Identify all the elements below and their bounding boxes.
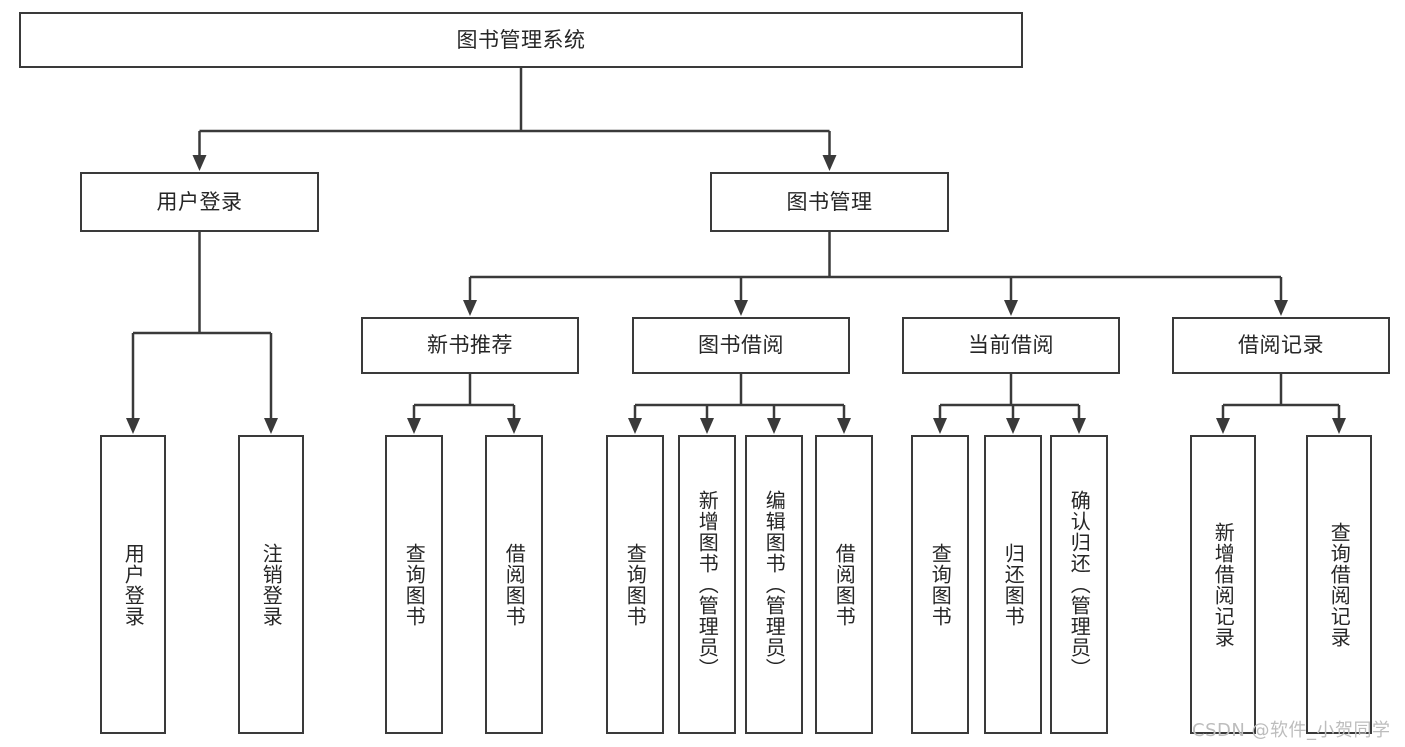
node-level3-2[interactable]: 当前借阅 (902, 317, 1120, 374)
node-label: 注销登录 (259, 542, 284, 627)
node-level2-1[interactable]: 图书管理 (710, 172, 949, 232)
arrow-head-icon (126, 418, 140, 434)
arrow-head-icon (822, 155, 837, 171)
node-label: 新书推荐 (427, 333, 513, 358)
node-label: 用户登录 (121, 542, 146, 627)
node-leaf-10[interactable]: 确认归还（管理员） (1050, 435, 1108, 734)
arrow-head-icon (767, 418, 781, 434)
arrow-head-icon (734, 300, 748, 316)
arrow-head-icon (1072, 418, 1086, 434)
node-level3-1[interactable]: 图书借阅 (632, 317, 850, 374)
node-level2-0[interactable]: 用户登录 (80, 172, 319, 232)
node-label: 借阅记录 (1238, 333, 1324, 358)
node-label: 新增借阅记录 (1211, 521, 1236, 648)
arrow-head-icon (1006, 418, 1020, 434)
arrow-head-icon (628, 418, 642, 434)
node-leaf-3[interactable]: 借阅图书 (485, 435, 543, 734)
node-leaf-12[interactable]: 查询借阅记录 (1306, 435, 1372, 734)
node-level3-3[interactable]: 借阅记录 (1172, 317, 1390, 374)
node-label: 图书借阅 (698, 333, 784, 358)
arrow-head-icon (407, 418, 421, 434)
node-label: 查询图书 (402, 542, 427, 627)
node-leaf-5[interactable]: 新增图书（管理员） (678, 435, 736, 734)
node-label: 查询图书 (623, 542, 648, 627)
node-leaf-11[interactable]: 新增借阅记录 (1190, 435, 1256, 734)
node-leaf-8[interactable]: 查询图书 (911, 435, 969, 734)
arrow-head-icon (1274, 300, 1288, 316)
node-leaf-7[interactable]: 借阅图书 (815, 435, 873, 734)
arrow-head-icon (700, 418, 714, 434)
node-leaf-1[interactable]: 注销登录 (238, 435, 304, 734)
node-label: 用户登录 (156, 189, 243, 214)
node-level3-0[interactable]: 新书推荐 (361, 317, 579, 374)
node-leaf-6[interactable]: 编辑图书（管理员） (745, 435, 803, 734)
arrow-head-icon (933, 418, 947, 434)
node-leaf-2[interactable]: 查询图书 (385, 435, 443, 734)
watermark-text: CSDN @软件_小贺同学 (1192, 720, 1391, 741)
arrow-head-icon (192, 155, 207, 171)
arrow-head-icon (507, 418, 521, 434)
node-label: 图书管理 (786, 189, 873, 214)
arrow-head-icon (1004, 300, 1018, 316)
node-label: 当前借阅 (968, 333, 1054, 358)
node-label: 确认归还（管理员） (1067, 490, 1092, 679)
node-label: 编辑图书（管理员） (762, 490, 787, 679)
arrow-head-icon (463, 300, 477, 316)
node-leaf-9[interactable]: 归还图书 (984, 435, 1042, 734)
arrow-head-icon (837, 418, 851, 434)
arrow-head-icon (264, 418, 278, 434)
node-label: 查询借阅记录 (1327, 521, 1352, 648)
node-label: 归还图书 (1001, 542, 1026, 627)
node-label: 查询图书 (928, 542, 953, 627)
node-label: 借阅图书 (832, 542, 857, 627)
node-leaf-0[interactable]: 用户登录 (100, 435, 166, 734)
node-label: 新增图书（管理员） (695, 490, 720, 679)
arrow-head-icon (1332, 418, 1346, 434)
arrow-head-icon (1216, 418, 1230, 434)
node-leaf-4[interactable]: 查询图书 (606, 435, 664, 734)
node-label: 借阅图书 (502, 542, 527, 627)
node-label: 图书管理系统 (456, 27, 586, 52)
node-root[interactable]: 图书管理系统 (19, 12, 1023, 68)
